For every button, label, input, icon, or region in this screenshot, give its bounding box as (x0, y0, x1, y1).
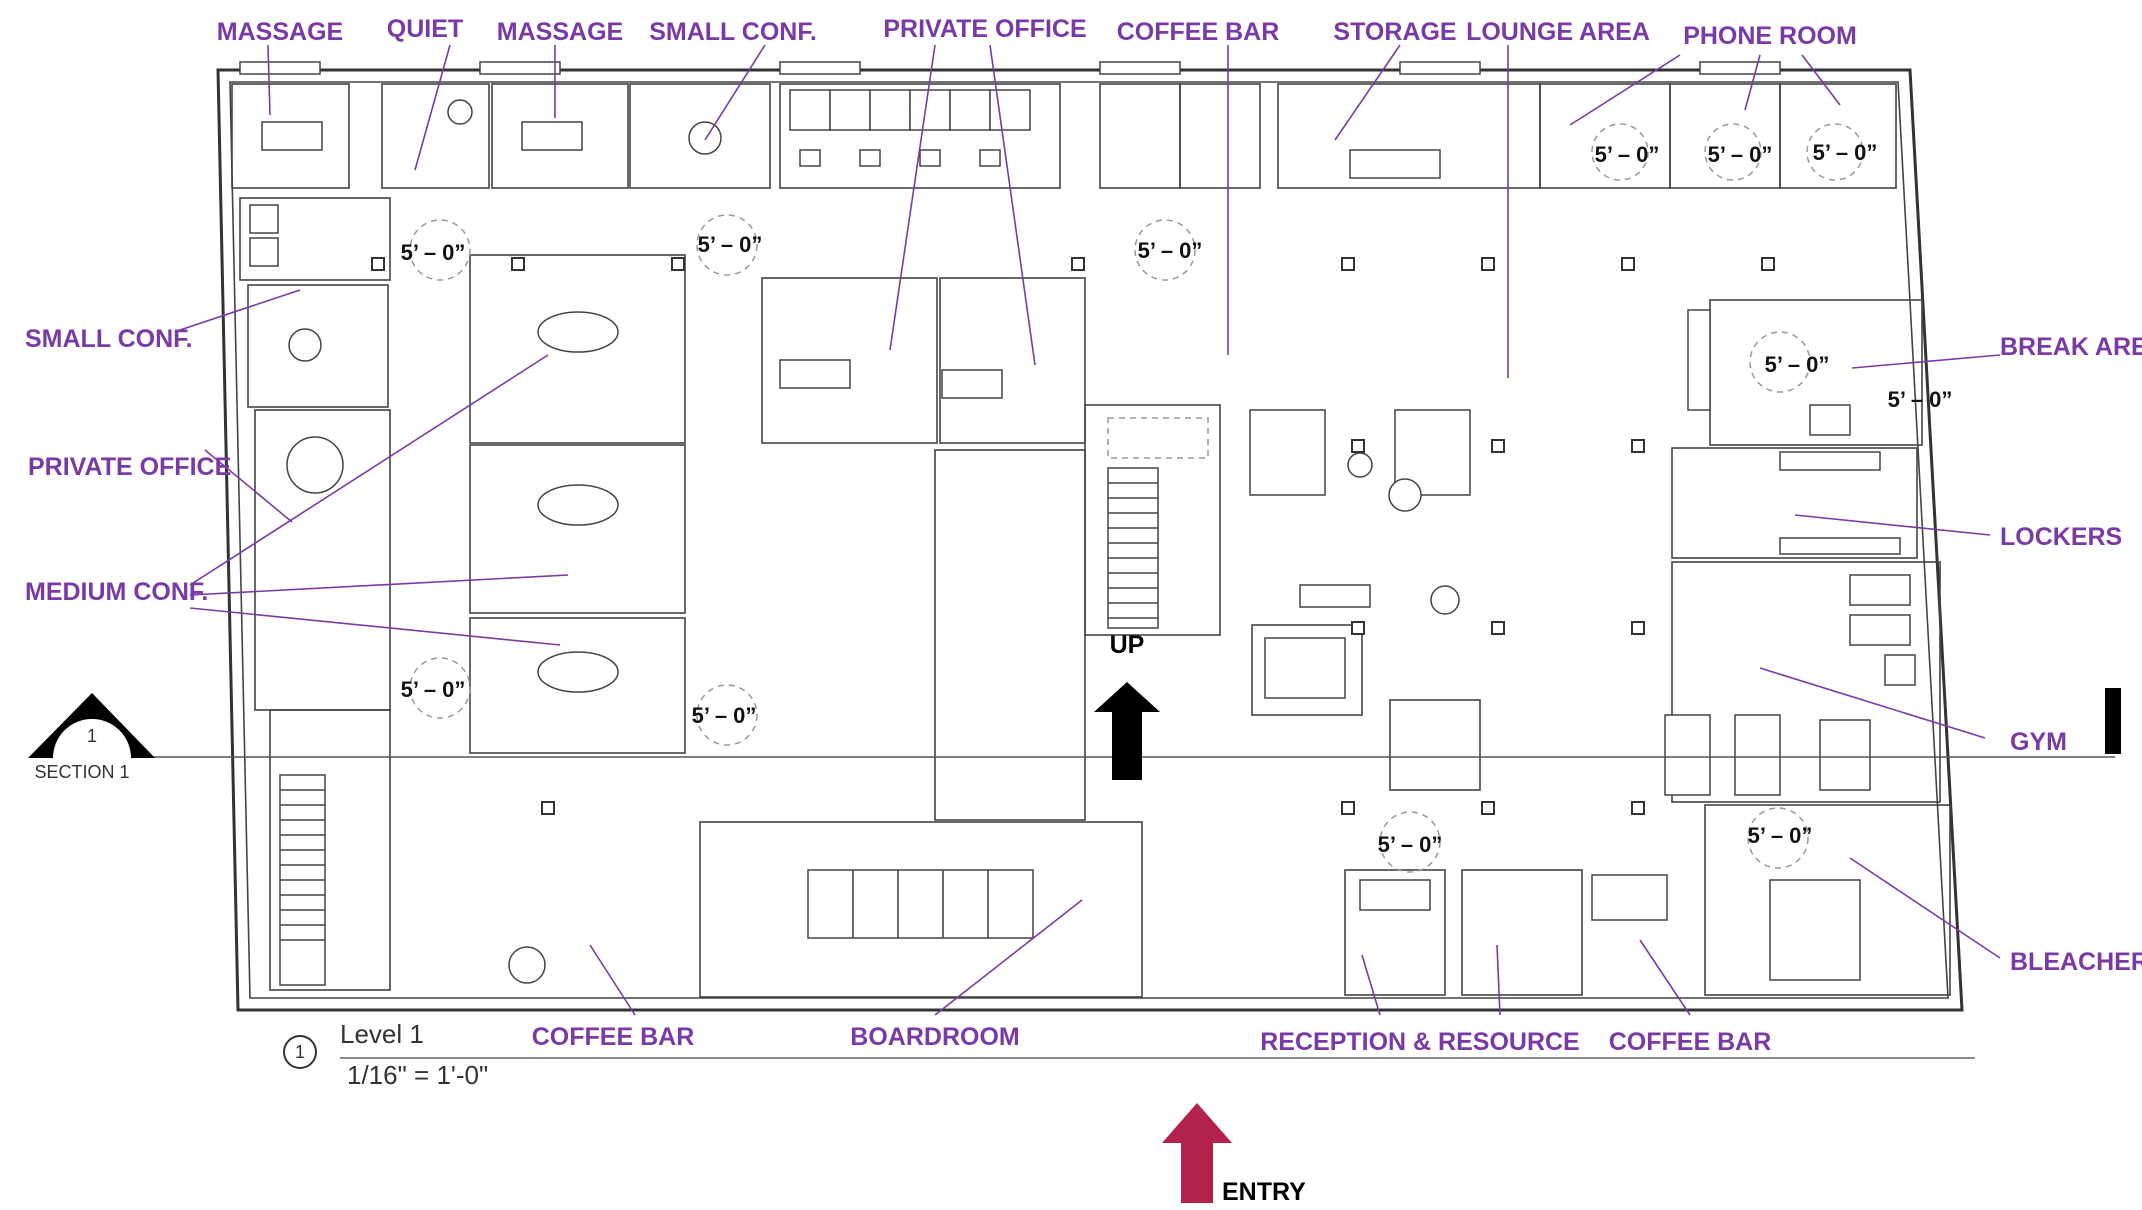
title-block: 1 Level 1 1/16" = 1'-0" (283, 1019, 1975, 1090)
label-lockers: LOCKERS (2000, 523, 2122, 551)
section-number: 1 (87, 726, 97, 746)
dimension-labels: 5’ – 0” 5’ – 0” 5’ – 0” 5’ – 0” 5’ – 0” … (401, 140, 1953, 857)
dim-label: 5’ – 0” (692, 703, 757, 728)
label-boardroom: BOARDROOM (850, 1023, 1019, 1051)
label-gym: GYM (2010, 728, 2067, 756)
dim-label: 5’ – 0” (1888, 387, 1953, 412)
label-coffee-bar-top: COFFEE BAR (1117, 18, 1280, 46)
dim-label: 5’ – 0” (1708, 142, 1773, 167)
center-offices (761, 277, 1086, 821)
dim-label: 5’ – 0” (1138, 238, 1203, 263)
label-break-area: BREAK AREA (2000, 333, 2142, 361)
label-reception: RECEPTION & RESOURCE (1260, 1028, 1579, 1056)
dim-label: 5’ – 0” (401, 677, 466, 702)
label-massage-2: MASSAGE (497, 18, 623, 46)
entry-arrow (1162, 1103, 1232, 1203)
building-outline (216, 61, 1964, 1012)
lounge-seating (1249, 409, 1481, 791)
section-marker-circle (51, 717, 133, 759)
label-massage-1: MASSAGE (217, 18, 343, 46)
title-circle (283, 1035, 317, 1069)
label-small-conf-top: SMALL CONF. (649, 18, 817, 46)
label-small-conf-left: SMALL CONF. (25, 325, 193, 353)
clearance-circles (409, 123, 1864, 873)
dim-label: 5’ – 0” (698, 232, 763, 257)
office-desks (789, 89, 1031, 167)
left-stair (279, 774, 326, 986)
left-rooms (239, 197, 391, 991)
label-lounge-area: LOUNGE AREA (1466, 18, 1650, 46)
title-number: 1 (295, 1042, 305, 1062)
central-stair (1084, 404, 1221, 636)
label-bleachers: BLEACHERS (2010, 948, 2142, 976)
title-level: Level 1 (340, 1019, 424, 1049)
label-private-office-left: PRIVATE OFFICE (28, 453, 231, 481)
label-quiet: QUIET (387, 15, 463, 43)
dim-label: 5’ – 0” (1813, 140, 1878, 165)
section-label: SECTION 1 (34, 762, 129, 782)
entry-label: ENTRY (1222, 1178, 1306, 1206)
label-phone-room: PHONE ROOM (1683, 22, 1857, 50)
dim-label: 5’ – 0” (1765, 352, 1830, 377)
top-rooms (231, 83, 1897, 189)
label-coffee-bar-bottom-left: COFFEE BAR (532, 1023, 695, 1051)
bottom-rooms (508, 821, 1668, 998)
section-end-marker (2105, 688, 2121, 754)
columns (371, 257, 1775, 815)
label-private-office-top: PRIVATE OFFICE (883, 15, 1086, 43)
label-storage: STORAGE (1333, 18, 1456, 46)
stair-up-arrow (1094, 682, 1160, 780)
label-coffee-bar-bottom-right: COFFEE BAR (1609, 1028, 1772, 1056)
label-medium-conf: MEDIUM CONF. (25, 578, 208, 606)
right-rooms (1664, 299, 1951, 996)
leader-lines (179, 44, 2001, 1016)
stair-up-label: UP (1110, 631, 1145, 659)
dim-label: 5’ – 0” (1378, 832, 1443, 857)
title-scale: 1/16" = 1'-0" (347, 1060, 488, 1090)
dim-label: 5’ – 0” (1595, 142, 1660, 167)
dim-label: 5’ – 0” (401, 240, 466, 265)
medium-conf-rooms (469, 254, 686, 754)
dim-label: 5’ – 0” (1748, 823, 1813, 848)
